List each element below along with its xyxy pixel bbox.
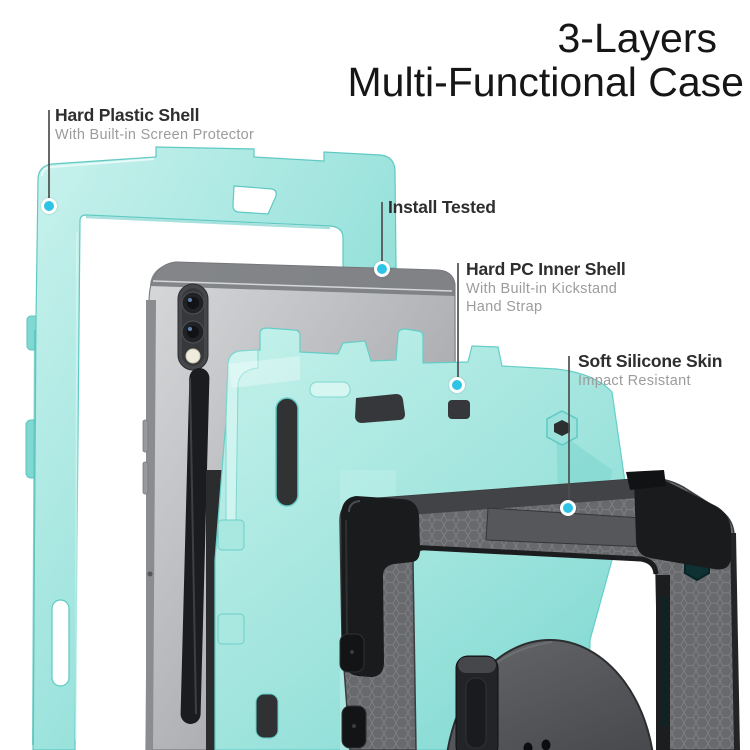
frame-strap-slot <box>51 599 70 687</box>
outer-frame-shell <box>25 146 397 750</box>
callout-dot <box>41 198 57 214</box>
callout-label: Soft Silicone Skin <box>578 351 723 371</box>
callout-soft-silicone-skin: Soft Silicone Skin Impact Resistant <box>578 351 722 390</box>
callout-sublabel: Hand Strap <box>466 299 543 315</box>
callout-sublabel: With Built-in Screen Protector <box>55 127 255 143</box>
kickstand-flap <box>455 655 499 750</box>
shell-strap-slot <box>275 397 299 507</box>
callout-dot <box>560 500 576 516</box>
callout-line <box>457 263 459 378</box>
callout-line <box>381 202 383 262</box>
callout-label: Hard PC Inner Shell <box>466 259 626 279</box>
kickstand-disc <box>446 639 654 750</box>
callout-line <box>48 110 50 200</box>
tablet-power-button <box>142 461 149 495</box>
callout-sublabel: Impact Resistant <box>578 373 691 389</box>
shell-cutout <box>448 400 470 419</box>
callout-hard-plastic-shell: Hard Plastic Shell With Built-in Screen … <box>55 105 254 144</box>
callout-dot <box>449 377 465 393</box>
tablet-volume-button <box>142 419 149 453</box>
skin-corner-bumper <box>341 496 420 677</box>
tablet-mic-hole <box>147 571 153 577</box>
callout-label: Install Tested <box>388 197 496 217</box>
s-pen <box>180 368 210 724</box>
callout-install-tested: Install Tested <box>388 197 496 218</box>
shell-cutout <box>355 394 405 423</box>
tablet-camera-module <box>177 283 209 371</box>
callout-line <box>568 356 570 501</box>
callout-hard-pc-inner-shell: Hard PC Inner Shell With Built-in Kickst… <box>466 259 626 316</box>
callout-sublabel: With Built-in Kickstand <box>466 281 618 297</box>
frame-camera-cutout <box>232 185 277 215</box>
speaker-hole <box>541 739 551 750</box>
silicone-skin <box>339 470 740 750</box>
title-line-2: Multi-Functional Case <box>347 59 745 105</box>
callout-dot <box>374 261 390 277</box>
skin-corner-bumper <box>634 476 731 570</box>
page-title: 3-Layers Multi-Functional Case <box>348 16 745 104</box>
speaker-hole <box>523 742 533 750</box>
title-line-1: 3-Layers <box>557 15 717 61</box>
callout-label: Hard Plastic Shell <box>55 105 200 125</box>
